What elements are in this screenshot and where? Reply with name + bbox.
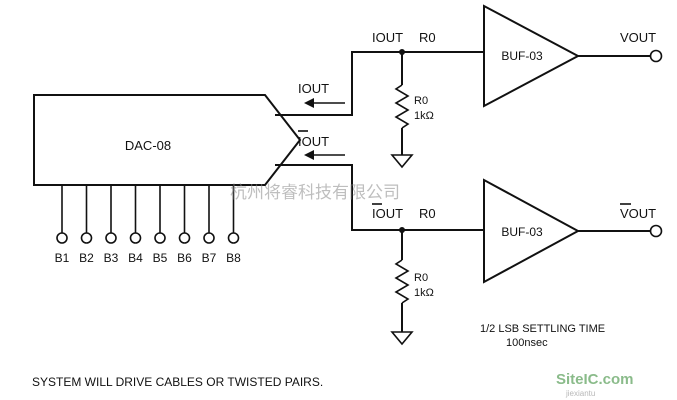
top-node-label-r: R0 bbox=[419, 30, 436, 45]
bottom-resistor-name: R0 bbox=[414, 272, 428, 284]
bit-label: B1 bbox=[55, 251, 70, 265]
top-buffer-label: BUF-03 bbox=[501, 49, 543, 63]
top-resistor-name: R0 bbox=[414, 95, 428, 107]
bit-pin-b7: B7 bbox=[202, 185, 217, 265]
company-watermark: 杭州将睿科技有限公司 bbox=[230, 183, 400, 203]
bit-pin-b4: B4 bbox=[128, 185, 143, 265]
top-output-label: VOUT bbox=[620, 30, 656, 45]
top-resistor-value: 1kΩ bbox=[414, 110, 434, 122]
iout-bar-arrow-label: IOUT bbox=[298, 134, 329, 149]
bottom-resistor bbox=[394, 259, 410, 304]
bit-terminal bbox=[227, 232, 240, 244]
siteic-logo: SiteIC.com jiexiantu bbox=[556, 371, 634, 398]
bit-label: B6 bbox=[177, 251, 192, 265]
bit-terminal bbox=[154, 232, 166, 244]
bit-terminal bbox=[129, 232, 142, 244]
iout-arrow: IOUT bbox=[298, 81, 345, 108]
dac-label: DAC-08 bbox=[125, 138, 171, 153]
siteic-logo-text: SiteIC.com bbox=[556, 371, 634, 388]
bottom-resistor-value: 1kΩ bbox=[414, 287, 434, 299]
top-buffer-triangle bbox=[483, 4, 581, 108]
bit-pin-b2: B2 bbox=[79, 185, 94, 265]
bit-terminal bbox=[105, 232, 117, 244]
top-node-label-i: IOUT bbox=[372, 30, 403, 45]
top-channel: IOUT R0 R0 1kΩ BUF-03 VOUT bbox=[372, 4, 663, 169]
bottom-buffer-label: BUF-03 bbox=[501, 225, 543, 239]
top-ground-icon bbox=[390, 154, 414, 169]
footer-note: SYSTEM WILL DRIVE CABLES OR TWISTED PAIR… bbox=[32, 375, 323, 389]
bottom-output-terminal bbox=[649, 224, 663, 238]
bottom-node-label-r: R0 bbox=[419, 206, 436, 221]
bit-terminal bbox=[203, 232, 215, 244]
bottom-output-label: VOUT bbox=[620, 206, 656, 221]
siteic-logo-sub: jiexiantu bbox=[565, 389, 595, 398]
bit-pin-b5: B5 bbox=[153, 185, 168, 265]
bit-label: B5 bbox=[153, 251, 168, 265]
bit-label: B3 bbox=[104, 251, 119, 265]
bit-pin-b3: B3 bbox=[104, 185, 119, 265]
bit-terminal bbox=[80, 232, 93, 244]
bit-pins: B1 B2 B3 B4 B5 B6 B7 B8 bbox=[55, 185, 241, 265]
bit-terminal bbox=[56, 232, 68, 244]
dac-08-block: DAC-08 bbox=[33, 94, 302, 186]
bit-label: B4 bbox=[128, 251, 143, 265]
bit-terminal bbox=[178, 232, 191, 244]
bit-label: B2 bbox=[79, 251, 94, 265]
iout-wire bbox=[275, 51, 484, 116]
bottom-ground-icon bbox=[390, 331, 414, 346]
iout-bar-wire bbox=[275, 164, 484, 231]
bit-pin-b8: B8 bbox=[226, 185, 241, 265]
top-output-terminal bbox=[649, 49, 663, 63]
iout-arrow-label: IOUT bbox=[298, 81, 329, 96]
bit-pin-b6: B6 bbox=[177, 185, 192, 265]
settling-time-note: 1/2 LSB SETTLING TIME bbox=[480, 323, 605, 335]
bit-label: B7 bbox=[202, 251, 217, 265]
bottom-node-label-i: IOUT bbox=[372, 206, 403, 221]
bottom-channel: IOUT R0 R0 1kΩ BUF-03 VOUT bbox=[372, 178, 663, 346]
top-resistor bbox=[394, 84, 410, 129]
settling-time-value: 100nsec bbox=[506, 337, 548, 349]
bit-pin-b1: B1 bbox=[55, 185, 70, 265]
bit-label: B8 bbox=[226, 251, 241, 265]
bottom-buffer-triangle bbox=[483, 178, 581, 284]
iout-bar-arrow: IOUT bbox=[298, 130, 345, 160]
